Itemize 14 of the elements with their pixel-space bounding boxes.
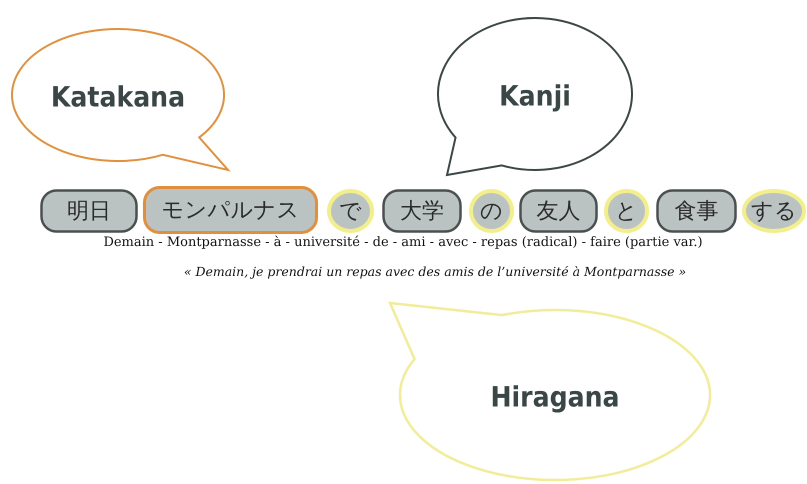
japanese-word: 友人 bbox=[536, 198, 580, 226]
japanese-word: モンパルナス bbox=[162, 197, 300, 225]
japanese-word: の bbox=[480, 198, 503, 226]
japanese-word: する bbox=[751, 198, 797, 226]
japanese-word: で bbox=[339, 198, 362, 226]
japanese-word: と bbox=[615, 198, 638, 226]
translation-quote: « Demain, je prendrai un repas avec des amis de l’université à Montparnasse » bbox=[184, 264, 686, 279]
japanese-word: 大学 bbox=[400, 198, 444, 226]
japanese-word: 明日 bbox=[67, 198, 111, 226]
japanese-word: 食事 bbox=[674, 198, 718, 226]
bubble-label: Hiragana bbox=[490, 380, 620, 414]
word-gloss: Demain - Montparnasse - à - université - de - ami - avec - repas (radical) - faire (partie var.) bbox=[103, 235, 703, 250]
bubble-label: Kanji bbox=[499, 80, 571, 112]
bubble-label: Katakana bbox=[50, 80, 186, 114]
